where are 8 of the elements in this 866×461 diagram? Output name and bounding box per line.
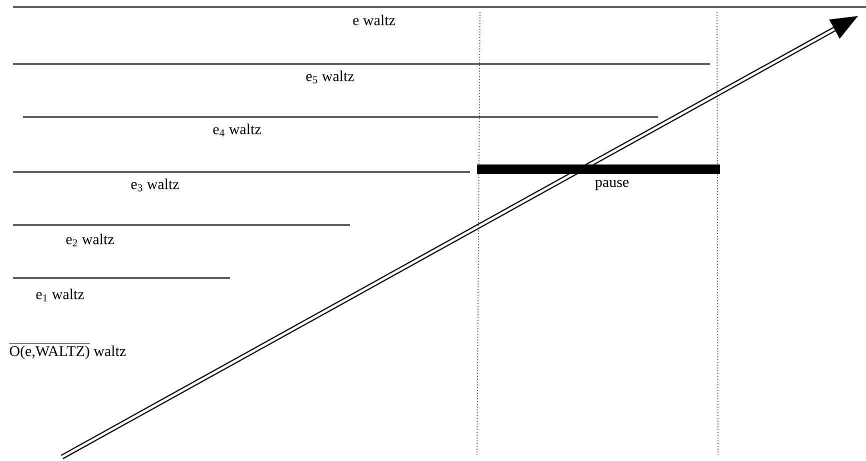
line-label: e$_{1}$ waltz — [36, 288, 84, 302]
line-label: e$_{3}$ waltz — [131, 178, 179, 192]
line-label: e$_{4}$ waltz — [213, 124, 261, 136]
line-label: e$_{5}$ waltz — [306, 70, 354, 84]
line-label: $\overline{\text{O(e,WALTZ)}}\text{ waltz}$ — [9, 344, 126, 360]
line-label: e waltz — [353, 14, 396, 26]
line-label: e$_{2}$ waltz — [66, 234, 114, 246]
line-label: pause — [595, 180, 629, 190]
